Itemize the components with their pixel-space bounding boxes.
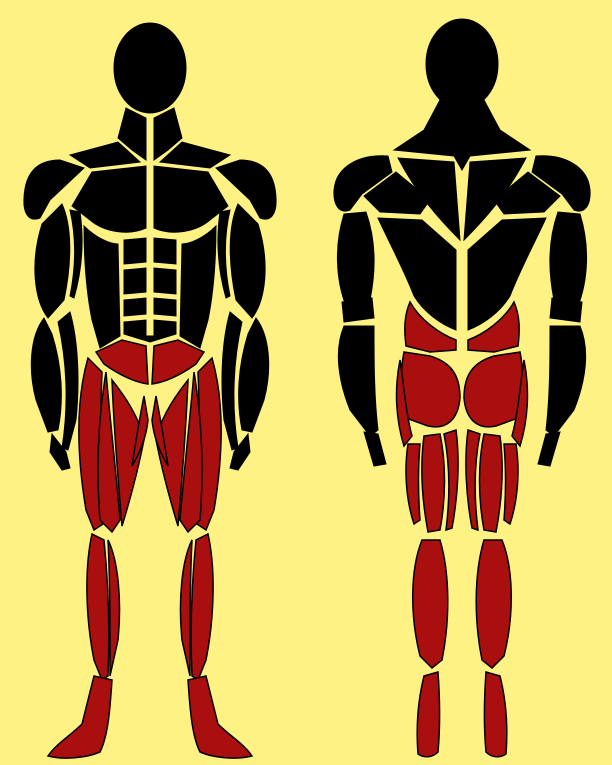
front-abs-row3-left xyxy=(124,298,146,316)
back-arm-left xyxy=(337,212,374,306)
front-head xyxy=(114,23,186,113)
back-head xyxy=(426,19,498,109)
back-elbow-left xyxy=(342,298,374,322)
front-abs-row2-right xyxy=(154,268,176,294)
front-abs-row1-left xyxy=(124,238,146,264)
back-arm-right xyxy=(550,212,587,306)
back-calf-left xyxy=(413,540,448,668)
back-calf-right xyxy=(476,540,511,668)
front-abs-row1-right xyxy=(154,238,176,264)
back-hamstring-left-mid xyxy=(422,434,445,532)
front-abs-row3-right xyxy=(154,298,176,316)
back-elbow-right xyxy=(550,298,582,322)
front-abs-row2-left xyxy=(124,268,146,294)
back-hamstring-right-mid xyxy=(480,434,503,532)
